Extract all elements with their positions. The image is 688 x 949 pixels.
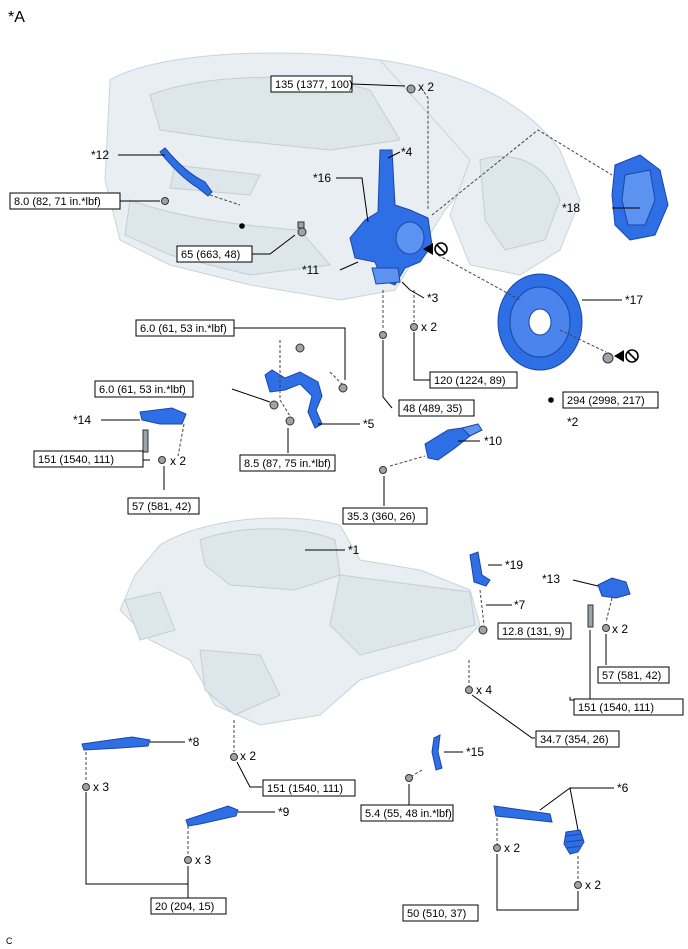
torque-label-57-lower: 57 (581, 42) [602,670,661,682]
qty-57-lower: x 2 [612,622,628,636]
part-hose-15 [431,734,443,771]
torque-label-6-0-upper: 6.0 (61, 53 in.*lbf) [140,323,227,335]
callout-19: *19 [505,558,523,572]
torque-label-151-upper: 151 (1540, 111) [38,454,114,466]
callout-8: *8 [188,735,200,749]
torque-label-6-0-lower: 6.0 (61, 53 in.*lbf) [99,384,186,396]
callout-10: *10 [484,434,502,448]
part-bracket-19 [469,551,491,587]
bolts [82,84,614,889]
torque-label-8-5: 8.5 (87, 75 in.*lbf) [244,458,331,470]
part-steering-knuckle-assembly [349,149,433,286]
callout-17: *17 [625,293,643,307]
callout-6: *6 [617,781,629,795]
qty-9: x 3 [195,853,211,867]
torque-label-151-right: 151 (1540, 111) [578,702,654,714]
qty-57-upper: x 2 [170,454,186,468]
part-stabilizer-link-12 [159,147,213,197]
torque-label-5-4: 5.4 (55, 48 in.*lbf) [365,808,452,820]
part-sensor-10 [424,423,483,461]
torque-label-12-8: 12.8 (131, 9) [502,626,564,638]
diagram-corner-label: *A [8,9,25,26]
part-brake-caliper-18 [611,154,669,241]
part-undercover-9 [185,805,239,827]
qty-8: x 3 [93,780,109,794]
vehicle-front-ghost [104,52,581,301]
assembly-dashed-lines [85,91,613,880]
torque-label-50: 50 (510, 37) [407,908,466,920]
part-callouts: *1 *2 *3 *4 *5 *6 *7 *8 *9 *10 *11 *12 *… [73,145,643,819]
callout-18: *18 [562,201,580,215]
qty-151-lower: x 2 [240,749,256,763]
callout-12: *12 [91,148,109,162]
torque-label-135: 135 (1377, 100) [275,79,353,91]
callout-16: *16 [313,171,331,185]
qty-6-spring: x 2 [585,878,601,892]
do-not-reuse-icon [423,242,448,256]
do-not-reuse-icon [614,349,639,363]
callout-14: *14 [73,413,91,427]
torque-label-48: 48 (489, 35) [403,403,462,415]
part-bracket-6 [493,805,553,823]
torque-label-294: 294 (2998, 217) [567,395,645,407]
qty-34-7: x 4 [476,683,492,697]
qty-120: x 2 [421,320,437,334]
torque-label-35-3: 35.3 (360, 26) [347,511,416,523]
torque-label-34-7: 34.7 (354, 26) [540,734,609,746]
part-undercover-8 [81,736,151,751]
diagram-footer-code: C [6,936,13,946]
torque-label-65: 65 (663, 48) [181,249,240,261]
torque-specs: 135 (1377, 100) 8.0 (82, 71 in.*lbf) 65 … [9,75,684,922]
callout-2: *2 [567,415,579,429]
callout-9: *9 [278,805,290,819]
callout-5: *5 [363,417,375,431]
part-bracket-13 [597,577,631,599]
part-bracket-14 [139,407,187,425]
torque-label-151-lower: 151 (1540, 111) [267,783,343,795]
callout-7: *7 [514,598,526,612]
torque-label-20: 20 (204, 15) [155,901,214,913]
part-brake-disc-17 [497,273,583,371]
callout-3: *3 [427,291,439,305]
part-spring-6 [563,829,585,855]
torque-label-120: 120 (1224, 89) [434,375,506,387]
torque-label-8-0: 8.0 (82, 71 in.*lbf) [14,196,101,208]
precoated-part-dot-icon [239,223,245,229]
quantity-markers: x 2 x 2 x 2 x 2 x 4 x 2 x 3 x 3 x 2 x 2 [93,80,628,892]
leader-lines [85,83,640,911]
precoated-part-dot-icon [548,397,554,403]
callout-15: *15 [466,745,484,759]
engine-transmission-ghost [119,517,481,726]
callout-1: *1 [348,543,360,557]
qty-6-bracket: x 2 [504,841,520,855]
callout-4: *4 [401,145,413,159]
torque-label-57-upper: 57 (581, 42) [132,501,191,513]
callout-11: *11 [302,263,319,277]
qty-135: x 2 [418,80,434,94]
callout-13: *13 [542,572,560,586]
